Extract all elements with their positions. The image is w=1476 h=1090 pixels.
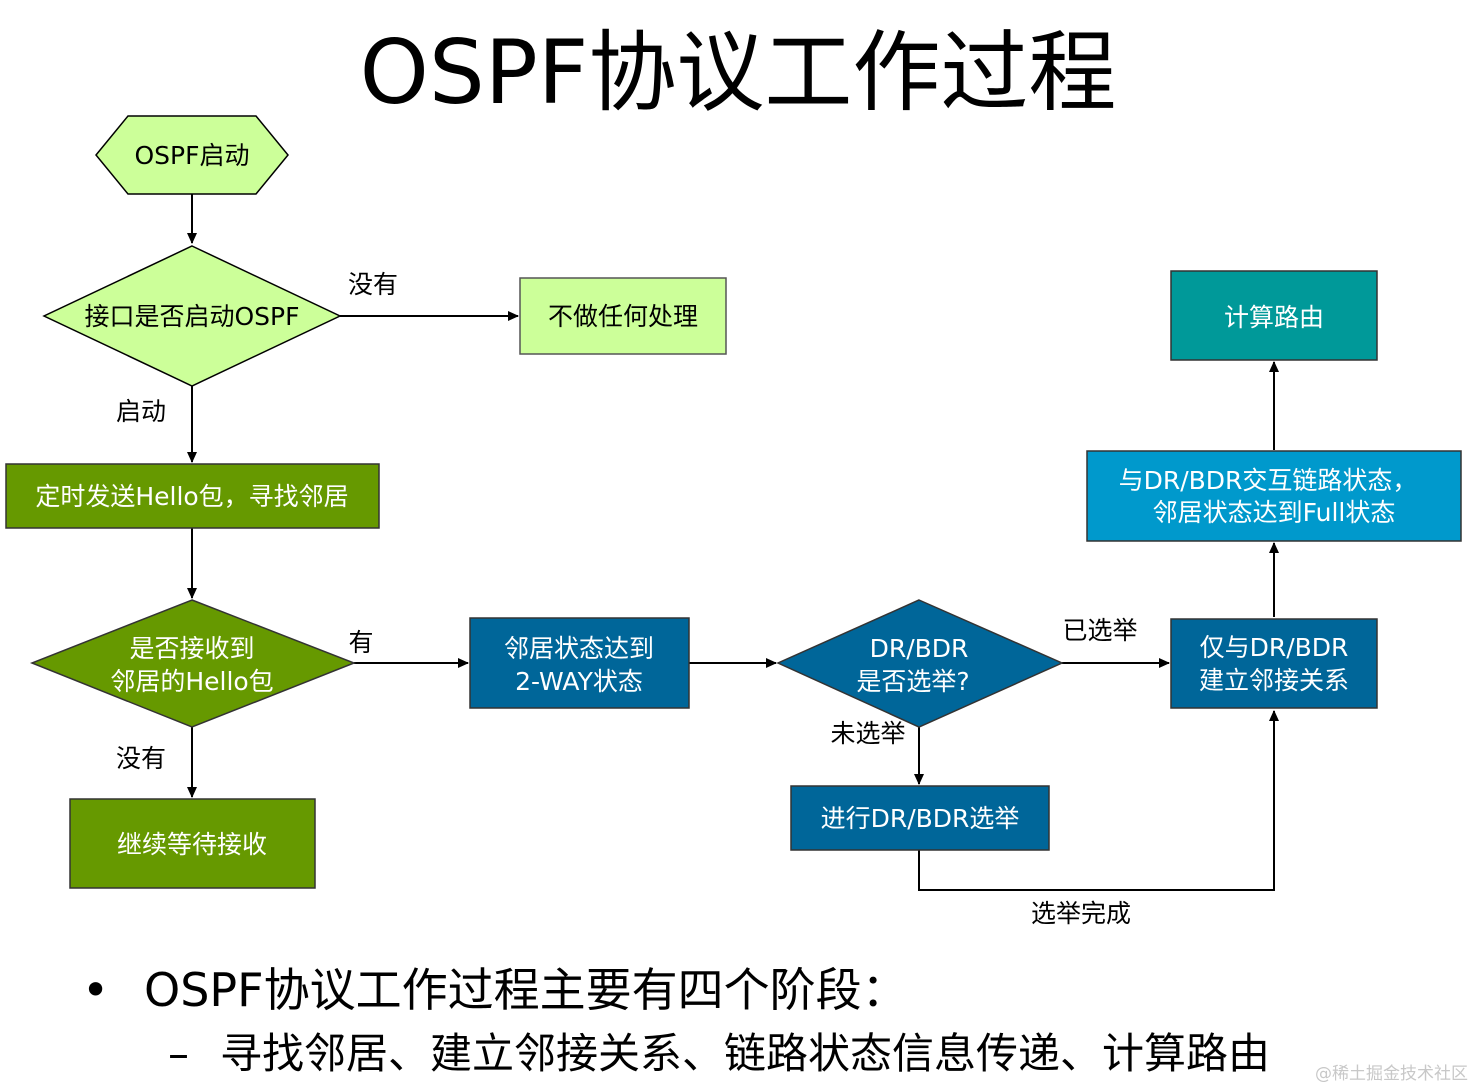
edge-elect-to-adj <box>918 710 1279 891</box>
node-check-shape <box>42 245 342 387</box>
node-recv-label-2: 邻居的Hello包 <box>110 667 273 696</box>
node-twoway-shape <box>469 617 690 709</box>
node-twoway-label-2: 2-WAY状态 <box>515 667 643 696</box>
edge-label-no-2: 没有 <box>116 744 166 773</box>
node-recv-label-1: 是否接收到 <box>129 634 254 663</box>
node-route-shape <box>1170 270 1378 361</box>
node-adj-shape <box>1170 618 1378 709</box>
watermark: @稀土掘金技术社区 <box>1315 1064 1468 1084</box>
node-full-shape <box>1086 450 1462 542</box>
node-hello-label: 定时发送Hello包，寻找邻居 <box>35 482 348 511</box>
bullet-main: •OSPF协议工作过程主要有四个阶段： <box>82 963 908 1017</box>
bullet-sub: –寻找邻居、建立邻接关系、链路状态信息传递、计算路由 <box>168 1029 1271 1078</box>
edge-label-no-1: 没有 <box>348 270 398 299</box>
edge-label-yes: 有 <box>348 628 373 657</box>
node-full-label-2: 邻居状态达到Full状态 <box>1153 498 1396 527</box>
node-elect-label: 进行DR/BDR选举 <box>821 804 1020 833</box>
node-full-label-1: 与DR/BDR交互链路状态， <box>1119 466 1418 495</box>
edge-label-elected: 已选举 <box>1062 616 1137 645</box>
node-noaction-shape <box>519 277 727 355</box>
node-check-label: 接口是否启动OSPF <box>84 302 299 331</box>
node-noaction-label: 不做任何处理 <box>548 302 698 331</box>
node-drq-label-1: DR/BDR <box>870 634 969 663</box>
node-adj-label-2: 建立邻接关系 <box>1199 666 1349 695</box>
node-start-shape <box>95 115 289 195</box>
page-title: OSPF协议工作过程 <box>359 21 1117 124</box>
node-adj-label-1: 仅与DR/BDR <box>1200 633 1349 662</box>
node-drq-label-2: 是否选举? <box>856 667 969 696</box>
flowchart: OSPF启动 接口是否启动OSPF 不做任何处理 定时发送Hello包，寻找邻居… <box>5 115 1462 928</box>
node-wait-label: 继续等待接收 <box>117 830 267 859</box>
bullet-sub-text: 寻找邻居、建立邻接关系、链路状态信息传递、计算路由 <box>220 1029 1271 1078</box>
node-recv-shape <box>29 599 357 728</box>
edge-label-not-elected: 未选举 <box>830 719 905 748</box>
node-route-label: 计算路由 <box>1224 303 1324 332</box>
edge-label-elect-done: 选举完成 <box>1031 899 1131 928</box>
node-hello-shape <box>5 463 380 529</box>
node-wait-shape <box>69 798 316 889</box>
node-elect-shape <box>790 785 1050 851</box>
edge-label-start: 启动 <box>116 397 166 426</box>
node-start-label: OSPF启动 <box>134 141 249 170</box>
node-drq-shape <box>776 599 1064 728</box>
node-twoway-label-1: 邻居状态达到 <box>504 634 654 663</box>
bullet-main-text: OSPF协议工作过程主要有四个阶段： <box>144 963 908 1017</box>
